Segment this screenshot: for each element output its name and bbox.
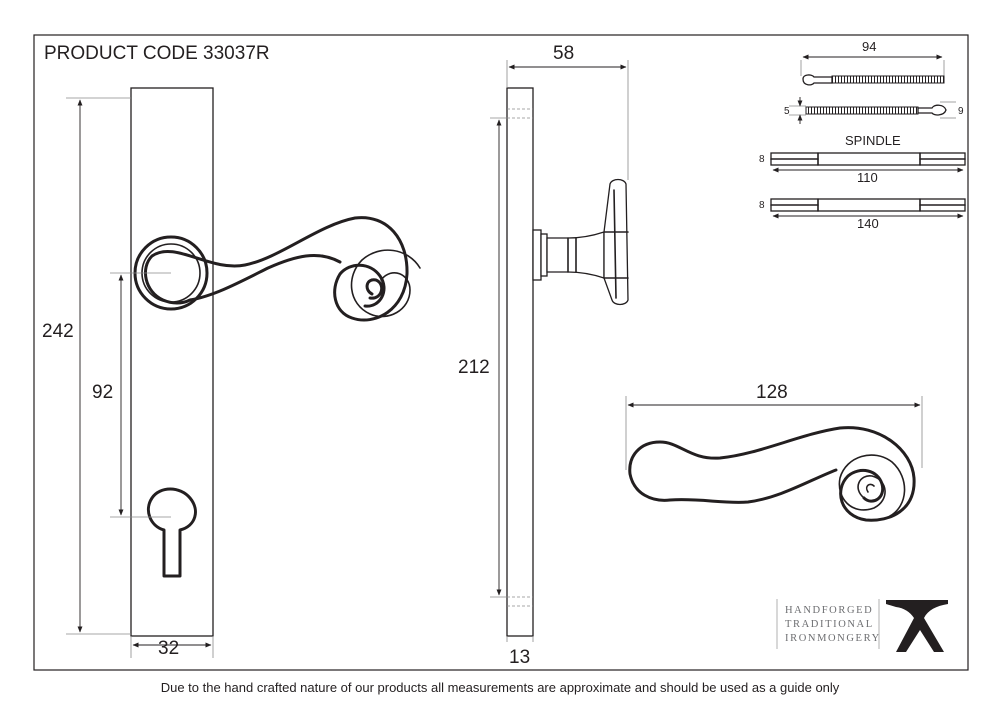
dim-plate-height: 242 [42, 321, 74, 342]
lever-plan-view [625, 396, 923, 522]
dim-plate-width: 32 [158, 638, 179, 659]
dim-split-length: 94 [862, 39, 876, 54]
lever-handle-front [143, 216, 409, 322]
backplate-side [506, 87, 534, 637]
brand-logo: HANDFORGED TRADITIONAL IRONMONGERY [776, 599, 948, 652]
disclaimer-text: Due to the hand crafted nature of our pr… [160, 680, 840, 695]
dim-split-right: 9 [958, 106, 964, 117]
lever-end-side [603, 178, 629, 306]
dim-projection: 58 [553, 43, 574, 64]
dim-bar2-length: 140 [857, 216, 879, 231]
logo-line-2: TRADITIONAL [785, 619, 874, 630]
spindle-label: SPINDLE [845, 133, 901, 148]
dim-bar1-length: 110 [857, 170, 878, 185]
side-view [490, 60, 629, 642]
backplate-front [130, 87, 214, 637]
logo-line-3: IRONMONGERY [785, 633, 881, 644]
dim-bar2-width: 8 [759, 200, 765, 211]
split-spindle-bottom [805, 106, 919, 115]
rose-side [532, 229, 542, 281]
dim-thickness: 13 [509, 647, 530, 668]
euro-keyhole [147, 487, 197, 578]
dim-bar1-width: 8 [759, 154, 765, 165]
lever-spiral-plan [838, 454, 906, 517]
spindle-details: 94 5 9 SPINDLE 8 110 8 140 [759, 39, 966, 231]
logo-line-1: HANDFORGED [785, 605, 873, 616]
lever-handle-plan [628, 426, 916, 522]
dim-split-left: 5 [784, 106, 790, 117]
front-view [66, 87, 421, 658]
dim-lever-length: 128 [756, 382, 788, 403]
product-code-title: PRODUCT CODE 33037R [44, 43, 270, 64]
anvil-icon [886, 600, 948, 652]
drawing-border [33, 34, 969, 671]
split-spindle-top [802, 74, 833, 86]
dim-centres: 92 [92, 382, 113, 403]
dim-side-height: 212 [458, 357, 490, 378]
lever-scroll-spiral [350, 249, 421, 318]
